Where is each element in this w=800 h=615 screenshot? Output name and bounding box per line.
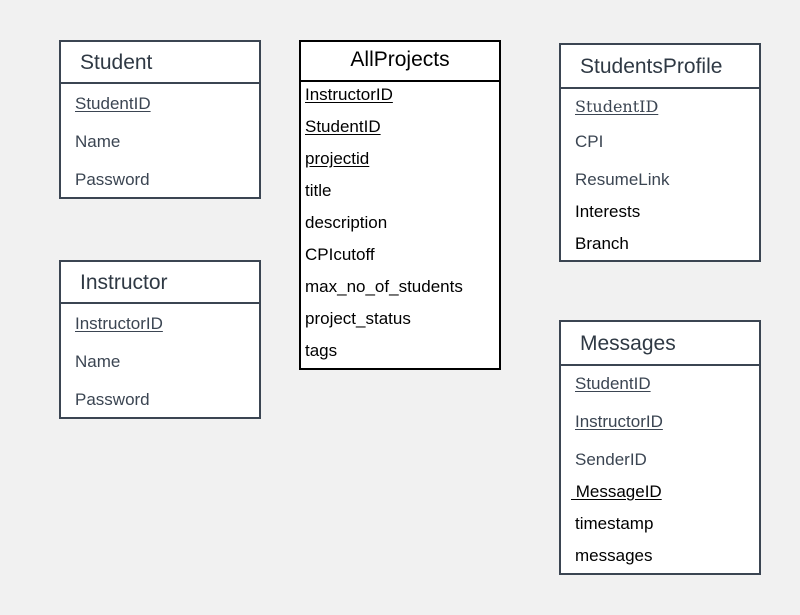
attribute-instructorid: InstructorID [575,412,663,431]
attribute-password: Password [75,170,150,189]
attribute-studentid: StudentID [575,374,651,393]
attribute-instructorid: InstructorID [305,85,393,104]
entity-title: AllProjects [301,42,499,82]
attribute-project-status: project_status [305,309,411,328]
attribute-timestamp: timestamp [575,514,654,533]
entity-allprojects: AllProjects InstructorID StudentID proje… [299,40,501,370]
entity-messages: Messages StudentID InstructorID SenderID… [559,320,761,575]
entity-title: Instructor [61,262,259,304]
attribute-description: description [305,213,388,232]
attribute-senderid: SenderID [575,450,647,469]
attribute-messages: messages [575,546,653,565]
attribute-name: Name [75,352,121,371]
attribute-instructorid: InstructorID [75,314,163,333]
attribute-max-no-of-students: max_no_of_students [305,277,463,296]
attribute-resumelink: ResumeLink [575,170,670,189]
entity-title: Student [61,42,259,84]
attribute-studentid: StudentID [305,117,381,136]
attribute-name: Name [75,132,121,151]
attribute-title: title [305,181,332,200]
attribute-branch: Branch [575,234,629,253]
attribute-projectid: projectid [305,149,370,168]
attribute-studentid: StudentID [75,94,151,113]
attribute-tags: tags [305,341,338,360]
entity-title: StudentsProfile [561,45,759,89]
attribute-interests: Interests [575,202,641,221]
attribute-cpicutoff: CPIcutoff [305,245,375,264]
entity-studentsprofile: StudentsProfile StudentID CPI ResumeLink… [559,43,761,262]
entity-instructor: Instructor InstructorID Name Password [59,260,261,419]
entity-student: Student StudentID Name Password [59,40,261,199]
entity-title: Messages [561,322,759,366]
attribute-messageid: MessageID [571,482,662,501]
attribute-password: Password [75,390,150,409]
attribute-studentid: StudentID [575,97,659,116]
attribute-cpi: CPI [575,132,604,151]
